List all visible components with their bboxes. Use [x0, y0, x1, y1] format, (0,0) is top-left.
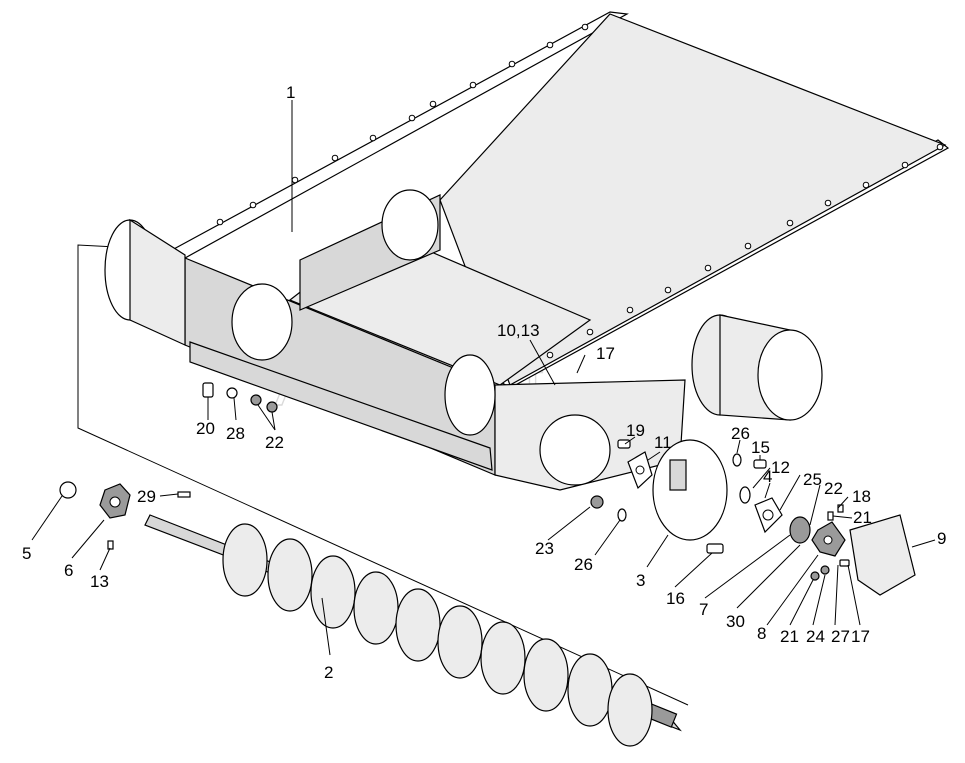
- callout-19: 19: [626, 421, 645, 440]
- callout-9: 9: [937, 529, 946, 548]
- nut-23: [590, 495, 604, 509]
- callout-5: 5: [22, 544, 31, 563]
- key: [177, 491, 191, 498]
- callout-26-top: 26: [731, 424, 750, 443]
- callout-2: 2: [324, 663, 333, 682]
- callout-18: 18: [852, 487, 871, 506]
- callout-11: 11: [654, 433, 672, 452]
- callout-25: 25: [803, 470, 822, 489]
- callout-29: 29: [137, 487, 156, 506]
- callout-labels: 1 2 3 4 5 6 7 8 9 10,13 11 12 13 15 16 1…: [22, 83, 946, 682]
- callout-30: 30: [726, 612, 745, 631]
- set-screw: [107, 540, 114, 550]
- bolt-16: [706, 543, 724, 554]
- callout-17-top: 17: [596, 344, 615, 363]
- callout-1: 1: [286, 83, 295, 102]
- callout-13: 13: [90, 572, 109, 591]
- callout-15: 15: [751, 438, 770, 457]
- sprocket-8: [811, 521, 846, 557]
- callout-21-bottom: 21: [780, 627, 799, 646]
- plate-3: [652, 439, 728, 541]
- callout-22-right: 22: [824, 479, 843, 498]
- bearing-30: [789, 516, 811, 544]
- spacer-12: [739, 486, 751, 504]
- callout-6: 6: [64, 561, 73, 580]
- callout-17-bottom: 17: [851, 627, 870, 646]
- housing-bolt-holes: [216, 23, 944, 359]
- bearing-flange-4: [754, 497, 783, 534]
- callout-28: 28: [226, 424, 245, 443]
- auger-flights: [222, 523, 653, 747]
- washer-26-right: [732, 453, 742, 467]
- callout-26-bottom: 26: [574, 555, 593, 574]
- callout-27: 27: [831, 627, 850, 646]
- callout-22-left: 22: [265, 433, 284, 452]
- callout-4: 4: [763, 467, 772, 486]
- cover-9: [849, 514, 916, 596]
- bearing-flange-11: [627, 451, 653, 490]
- callout-8: 8: [757, 624, 766, 643]
- bolt-20: [202, 382, 214, 398]
- sprocket: [99, 483, 131, 519]
- callout-12: 12: [771, 458, 790, 477]
- leader-lines: [31, 100, 936, 656]
- small-fasteners: [810, 504, 850, 581]
- callout-24: 24: [806, 627, 825, 646]
- circlip: [59, 481, 77, 499]
- nuts-22: [250, 394, 278, 413]
- callout-16: 16: [666, 589, 685, 608]
- washer-28: [226, 387, 238, 399]
- callout-20: 20: [196, 419, 215, 438]
- callout-23: 23: [535, 539, 554, 558]
- callout-7: 7: [699, 600, 708, 619]
- auger-housing: [104, 11, 950, 491]
- washer-26-left: [617, 508, 627, 522]
- callout-10-13: 10,13: [497, 321, 540, 340]
- auger-shaft: [144, 514, 682, 747]
- callout-21-right: 21: [853, 508, 872, 527]
- callout-3: 3: [636, 571, 645, 590]
